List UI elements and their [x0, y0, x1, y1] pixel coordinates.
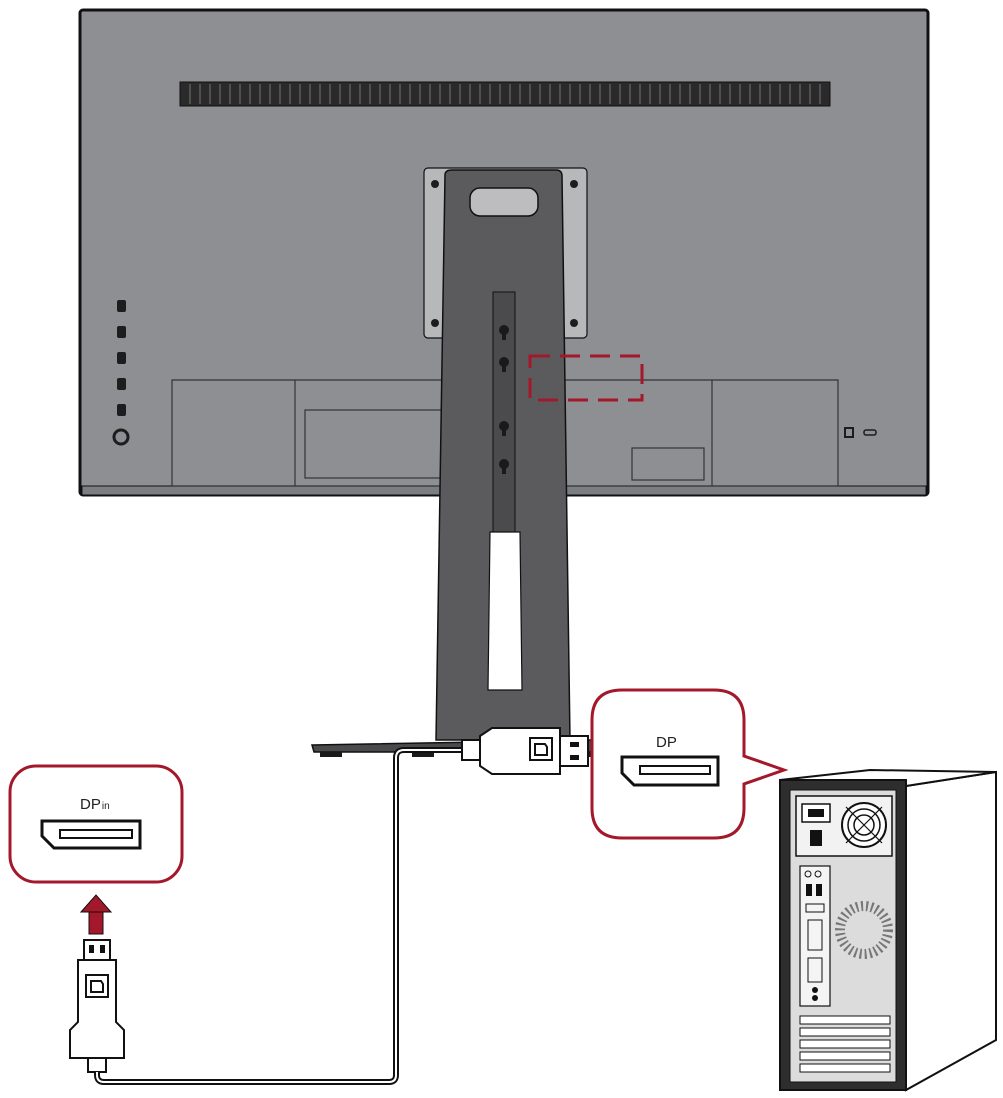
stand-handle [469, 187, 539, 217]
stand-cutout [487, 531, 523, 691]
case-vent [835, 901, 893, 959]
pc-tower [779, 768, 997, 1092]
power-button [112, 428, 130, 446]
dp-in-label-sub: in [102, 801, 110, 812]
tower-side [905, 770, 997, 1092]
osd-buttons [117, 300, 126, 416]
vent-slats [189, 84, 821, 104]
dp-in-label-main: DP [80, 796, 101, 813]
dp-label-pc: DP [656, 734, 677, 751]
dp-logo-icon-pc [529, 737, 553, 761]
lock-slot [863, 429, 877, 436]
plug-tip [83, 939, 111, 961]
dp-plug-monitor-side [69, 939, 125, 1073]
plug-tip-pc [559, 735, 589, 767]
plug-body [69, 959, 125, 1059]
plug-strain-relief-pc [461, 739, 481, 761]
kensington-lock-icon [844, 427, 854, 438]
dp-plug-pc-side [461, 727, 589, 775]
dp-logo-icon [85, 974, 109, 998]
insert-arrow-icon [79, 894, 113, 935]
dp-port-location-marker [528, 354, 644, 402]
displayport-socket-icon-pc [620, 755, 720, 787]
io-panel [799, 865, 831, 1007]
monitor-vent [179, 81, 831, 107]
displayport-socket-icon [40, 819, 142, 850]
expansion-slots [799, 1015, 891, 1073]
port-bay-outline [171, 379, 839, 487]
keyhole-slots [499, 325, 509, 474]
monitor-dp-callout: DPin [8, 764, 184, 884]
plug-strain-relief [87, 1057, 107, 1073]
dp-in-label: DPin [80, 796, 110, 813]
pc-dp-callout: DP [590, 688, 789, 840]
power-switch [810, 830, 822, 846]
label-area-right [631, 447, 705, 481]
vesa-screws [431, 180, 578, 327]
